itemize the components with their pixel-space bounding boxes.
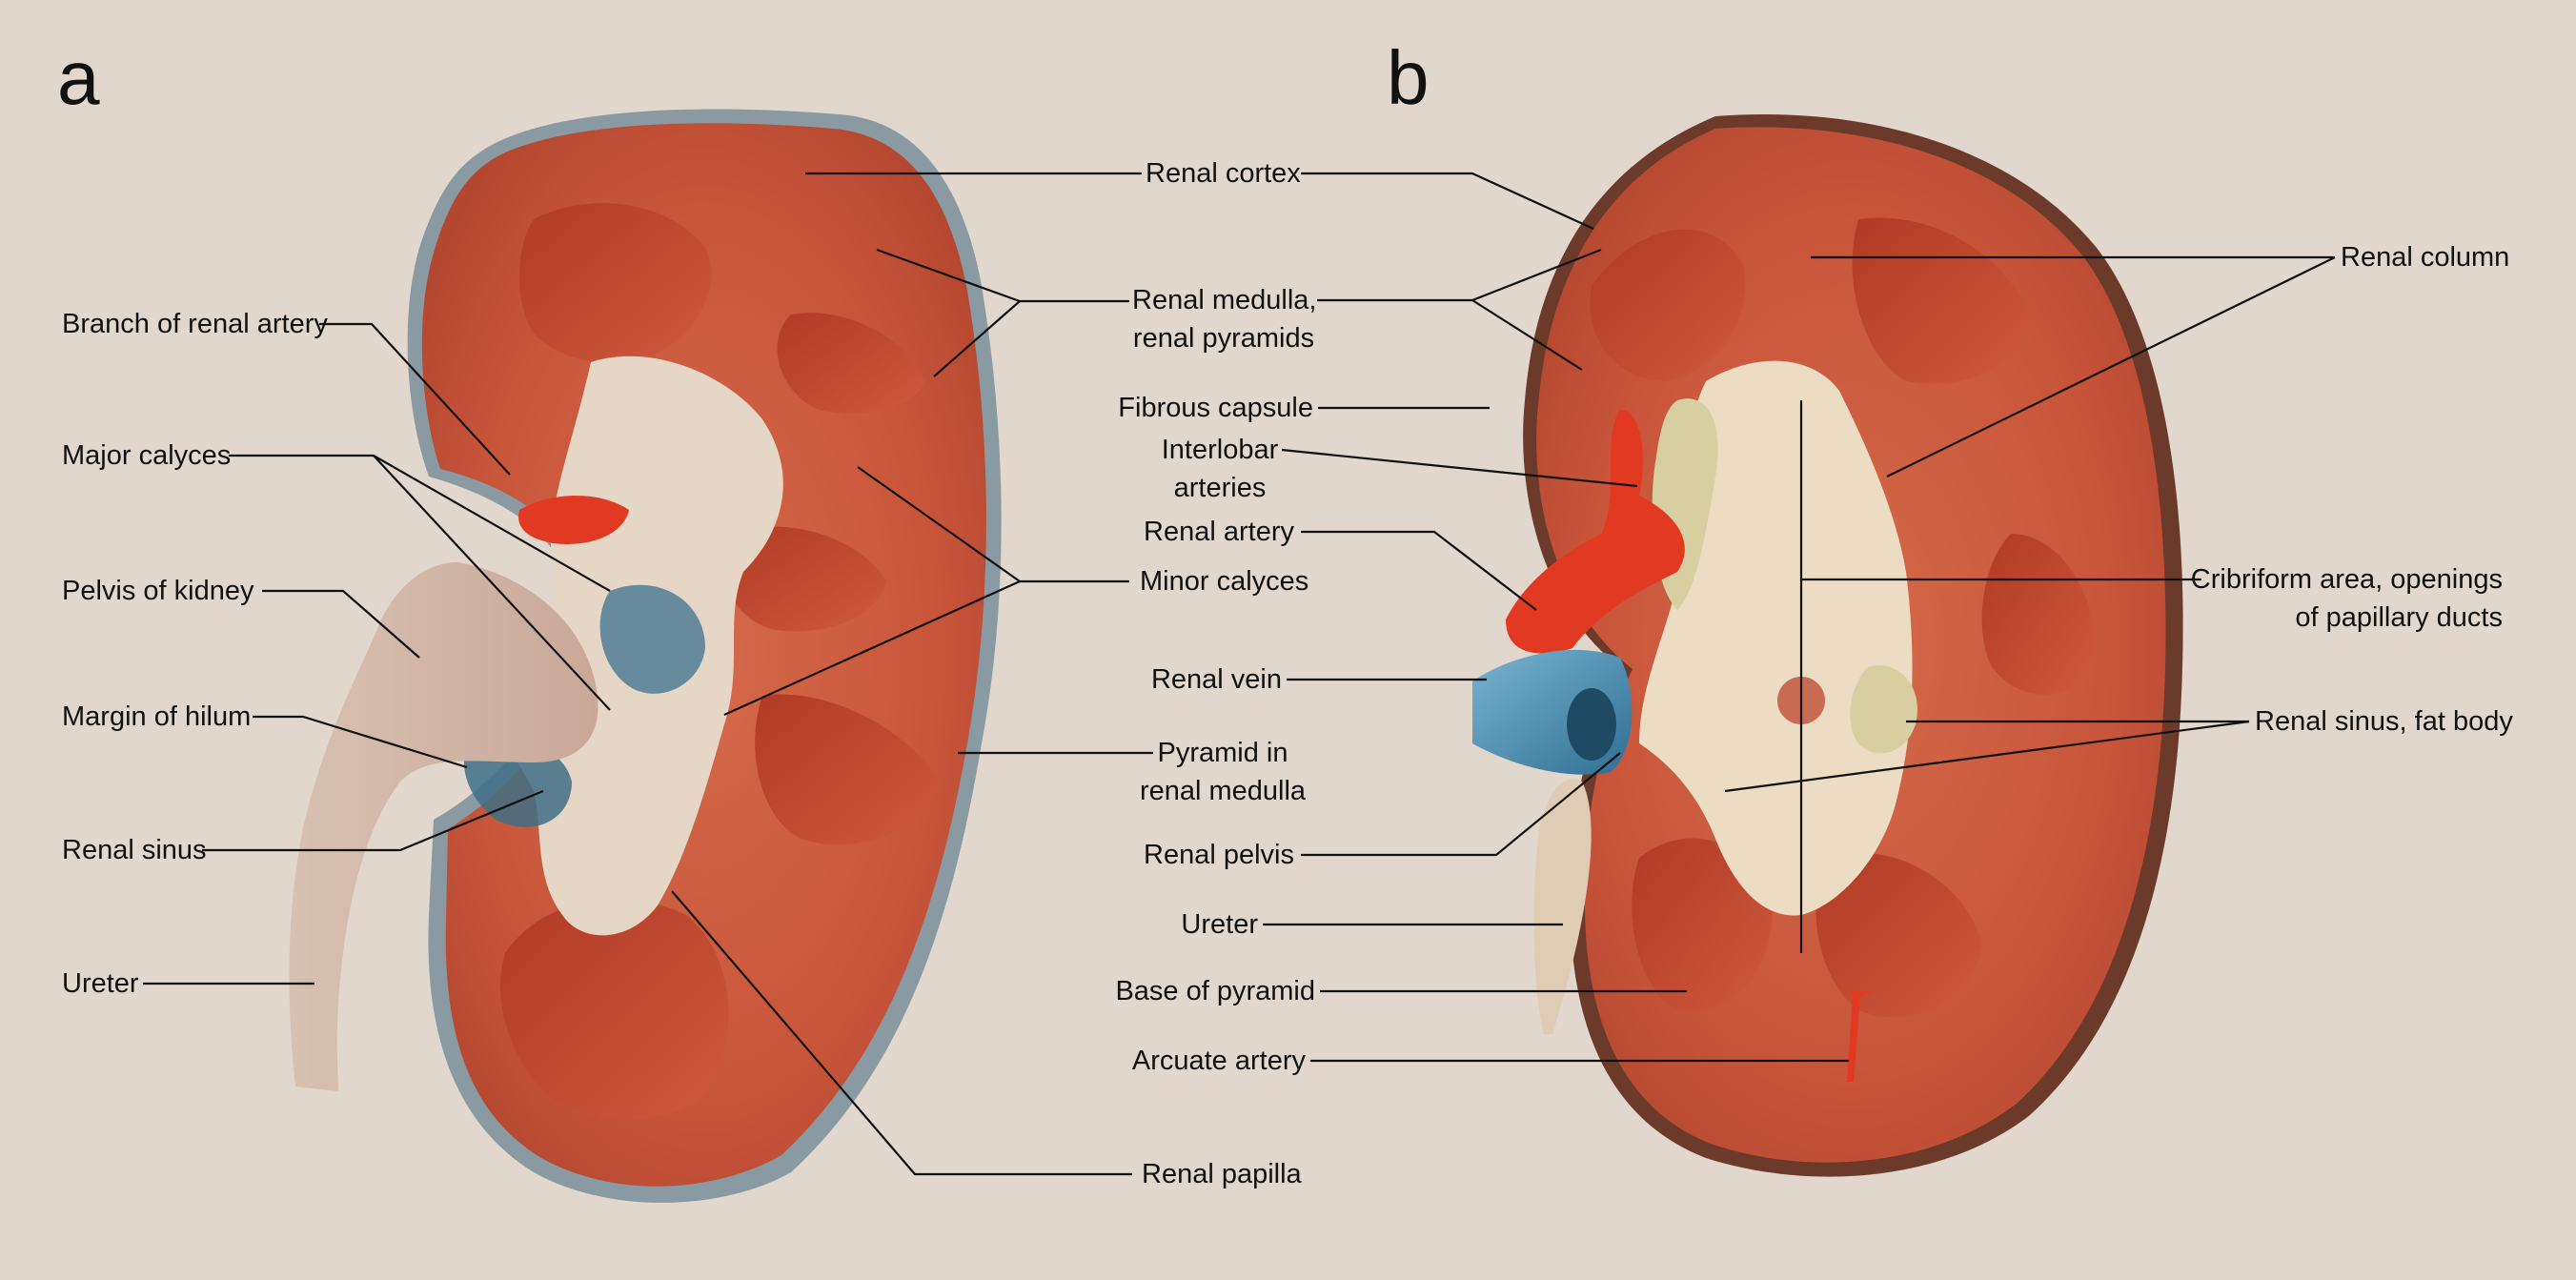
leader-line (1471, 299, 1583, 371)
leader-line (1301, 752, 1621, 857)
label-branch-renal-artery: Branch of renal artery (62, 309, 328, 339)
leader-line (262, 589, 420, 659)
kidney-b-pyramid (1981, 534, 2097, 695)
leader-line (1886, 256, 2336, 477)
label-ureter-b: Ureter (1181, 909, 1258, 940)
kidney-a-artery-branch (518, 496, 629, 544)
kidney-b-pyramid (1852, 217, 2030, 384)
kidney-b-arcuate-artery (1847, 991, 1873, 1082)
label-renal-papilla: Renal papilla (1142, 1159, 1302, 1189)
label-renal-column: Renal column (2341, 242, 2510, 273)
label-renal-cortex: Renal cortex (1146, 158, 1301, 189)
leader-line (319, 322, 511, 476)
leader-line (202, 789, 544, 852)
label-pyramid-line2: renal medulla (1139, 776, 1307, 806)
label-interlobar-arteries: Interlobar arteries (1125, 431, 1315, 507)
leader-line (1301, 530, 1537, 611)
label-renal-medulla: Renal medulla, renal pyramids (1132, 281, 1317, 357)
label-renal-medulla-line1: Renal medulla, (1132, 285, 1317, 315)
label-major-calyces: Major calyces (62, 440, 232, 471)
leader-lines-a (143, 172, 1153, 1176)
leader-line (1301, 172, 1594, 231)
kidney-a-drawing (289, 109, 1002, 1203)
kidney-b-fat-body (1850, 665, 1917, 754)
label-pyramid-renal-medulla: Pyramid in renal medulla (1132, 734, 1313, 810)
label-fibrous-capsule: Fibrous capsule (1118, 393, 1313, 423)
label-interlobar-line2: arteries (1173, 473, 1267, 503)
leader-line (1724, 720, 2250, 793)
kidney-a-pelvis-ureter (289, 562, 598, 1091)
label-arcuate-artery: Arcuate artery (1131, 1046, 1306, 1076)
label-renal-vein: Renal vein (1150, 664, 1282, 695)
kidney-a-pyramid (500, 899, 729, 1120)
label-renal-artery: Renal artery (1144, 517, 1294, 547)
leader-line (373, 455, 611, 711)
kidney-a-pyramid (777, 313, 924, 414)
kidney-a-calyx (599, 584, 705, 694)
label-renal-sinus-fat-body: Renal sinus, fat body (2255, 706, 2513, 737)
label-renal-medulla-line2: renal pyramids (1132, 323, 1315, 354)
leader-lines-b (1263, 172, 2336, 1063)
label-renal-pelvis: Renal pelvis (1144, 840, 1294, 870)
leader-line (253, 715, 468, 769)
label-renal-sinus: Renal sinus (62, 835, 207, 865)
kidney-a-pyramid (519, 203, 712, 363)
kidney-b-pyramid (1815, 852, 1982, 1018)
kidney-b-renal-vein-lumen (1567, 688, 1616, 761)
label-cribriform-line1: Cribriform area, openings (2190, 564, 2503, 595)
leader-line (671, 890, 1132, 1176)
kidney-b-pyramid (1590, 229, 1746, 381)
kidney-b-pyramid (1632, 838, 1773, 1012)
panel-letter-a: a (57, 35, 100, 120)
label-base-of-pyramid: Base of pyramid (1115, 976, 1315, 1006)
label-interlobar-line1: Interlobar (1161, 435, 1279, 465)
label-pelvis-of-kidney: Pelvis of kidney (62, 576, 254, 606)
label-ureter-a: Ureter (62, 968, 139, 999)
kidney-a-pyramid (755, 694, 939, 845)
label-cribriform-area: Cribriform area, openings of papillary d… (2144, 560, 2503, 637)
label-margin-of-hilum: Margin of hilum (62, 701, 252, 732)
kidney-b-drawing (1472, 113, 2183, 1177)
label-minor-calyces: Minor calyces (1140, 566, 1309, 597)
leader-line (1281, 448, 1638, 488)
leader-line (857, 466, 1021, 582)
kidney-a-pyramid (720, 526, 886, 632)
label-cribriform-line2: of papillary ducts (2295, 602, 2503, 633)
kidney-b-ureter (1533, 779, 1592, 1034)
label-pyramid-line1: Pyramid in (1157, 738, 1288, 768)
kidney-b-renal-artery (1506, 410, 1685, 654)
panel-letter-b: b (1387, 35, 1430, 120)
leader-line (933, 300, 1021, 377)
leader-line (723, 579, 1021, 717)
